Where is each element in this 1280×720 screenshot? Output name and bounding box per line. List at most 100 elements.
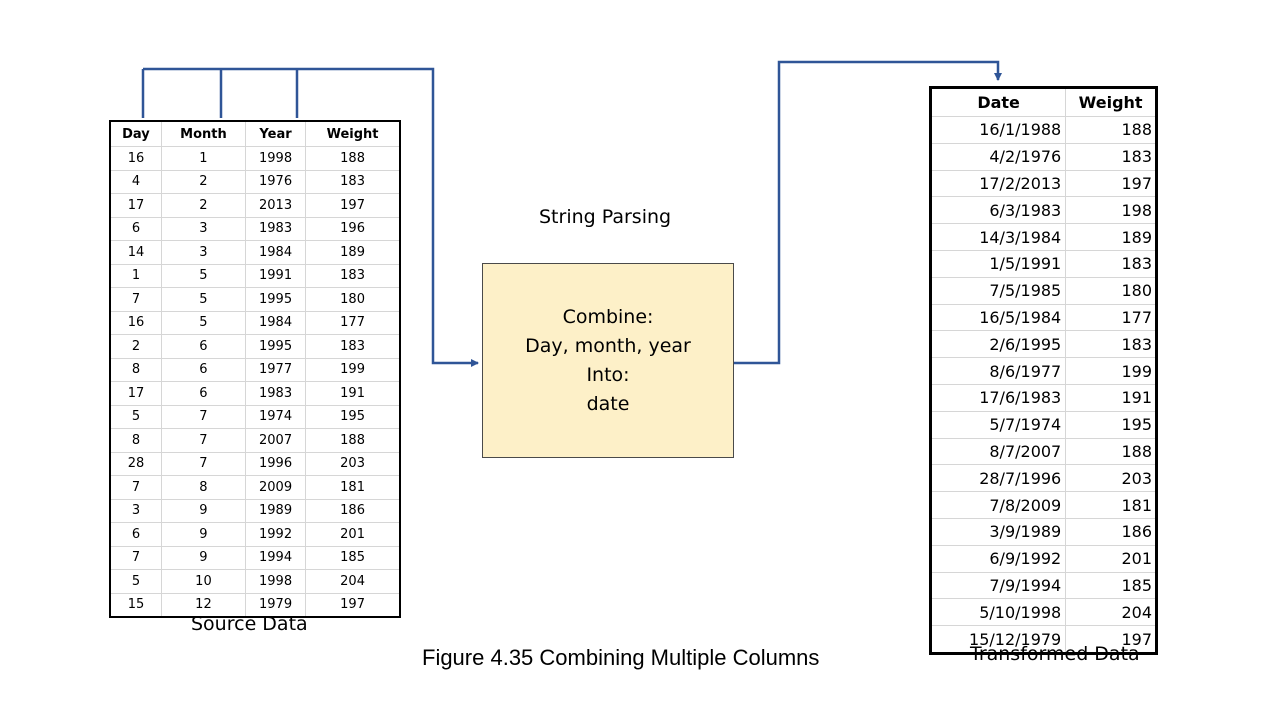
table-cell: 6 [160,381,246,405]
table-cell: 188 [1121,120,1152,140]
table-cell: 17 [127,197,145,213]
table-cell: 185 [305,546,400,570]
table-cell: 12 [160,593,246,617]
table-cell: 1992 [244,522,306,546]
table-cell: 1995 [244,334,306,358]
table-cell: 16/1/1988 [930,116,1067,144]
table-cell: 6/9/1992 [930,545,1067,573]
table-cell: 10 [160,569,246,593]
table-cell: 2007 [244,428,306,452]
table-cell: 7 [131,550,141,566]
table-cell: 15 [127,597,145,613]
table-cell: 1998 [244,146,306,170]
table-cell: 7 [131,291,141,307]
table-cell: 197 [305,193,400,217]
table-cell: 9 [160,546,246,570]
table-cell: 2/6/1995 [930,330,1067,358]
table-cell: 1974 [244,405,306,429]
table-cell: 8 [131,432,141,448]
transformed-data-caption: Transformed Data [970,643,1140,665]
table-cell: 1989 [244,499,306,523]
table-cell: 3/9/1989 [930,518,1067,546]
table-cell: 9 [160,522,246,546]
table-cell: 199 [305,358,400,382]
table-cell: 1995 [244,287,306,311]
process-line: Combine: [562,305,654,328]
table-cell: 2013 [244,193,306,217]
table-cell: 197 [305,593,400,617]
table-cell: 4 [131,174,141,190]
table-cell: 15/12/1979 [930,625,1067,654]
table-cell: 16 [127,150,145,166]
table-cell: 2 [131,338,141,354]
table-cell: 5/10/1998 [930,598,1067,626]
table-cell: 1984 [244,311,306,335]
table-cell: 2 [160,170,246,194]
table-cell: 183 [305,170,400,194]
table-cell: 180 [305,287,400,311]
table-cell: 191 [1121,388,1152,408]
process-line: Day, month, year [525,334,691,357]
table-cell: 186 [305,499,400,523]
table-cell: 6 [131,526,141,542]
table-cell: 7 [160,405,246,429]
table-cell: 16 [127,315,145,331]
table-cell: 3 [131,503,141,519]
table-cell: 3 [160,217,246,241]
table-cell: 177 [1121,307,1152,327]
table-cell: 1979 [244,593,306,617]
table-cell: 8/6/1977 [930,357,1067,385]
table-cell: 177 [305,311,400,335]
table-cell: 5 [160,264,246,288]
table-cell: 1994 [244,546,306,570]
table-cell: 7 [160,428,246,452]
source-header-weight: Weight [305,121,400,147]
table-cell: 201 [305,522,400,546]
table-row: 2/6/1995 183 [930,330,1157,358]
source-header-day: Day [122,126,150,142]
table-cell: 8 [131,362,141,378]
table-row: 28/7/1996 203 [930,464,1157,492]
table-cell: 28 [127,456,145,472]
source-header-month: Month [160,121,246,147]
table-cell: 183 [1121,254,1152,274]
table-cell: 1996 [244,452,306,476]
table-cell: 28/7/1996 [930,464,1067,492]
table-cell: 1976 [244,170,306,194]
table-cell: 14/3/1984 [930,223,1067,251]
table-cell: 2 [160,193,246,217]
transformed-header-date: Date [930,87,1067,117]
table-cell: 9 [160,499,246,523]
table-cell: 188 [305,146,400,170]
table-cell: 7 [131,479,141,495]
table-cell: 183 [305,334,400,358]
table-cell: 183 [1121,334,1152,354]
table-cell: 188 [305,428,400,452]
table-cell: 5 [131,573,141,589]
table-cell: 185 [1121,575,1152,595]
table-cell: 7/9/1994 [930,572,1067,599]
table-cell: 203 [1121,468,1152,488]
table-cell: 1991 [244,264,306,288]
source-data-caption: Source Data [191,613,308,635]
